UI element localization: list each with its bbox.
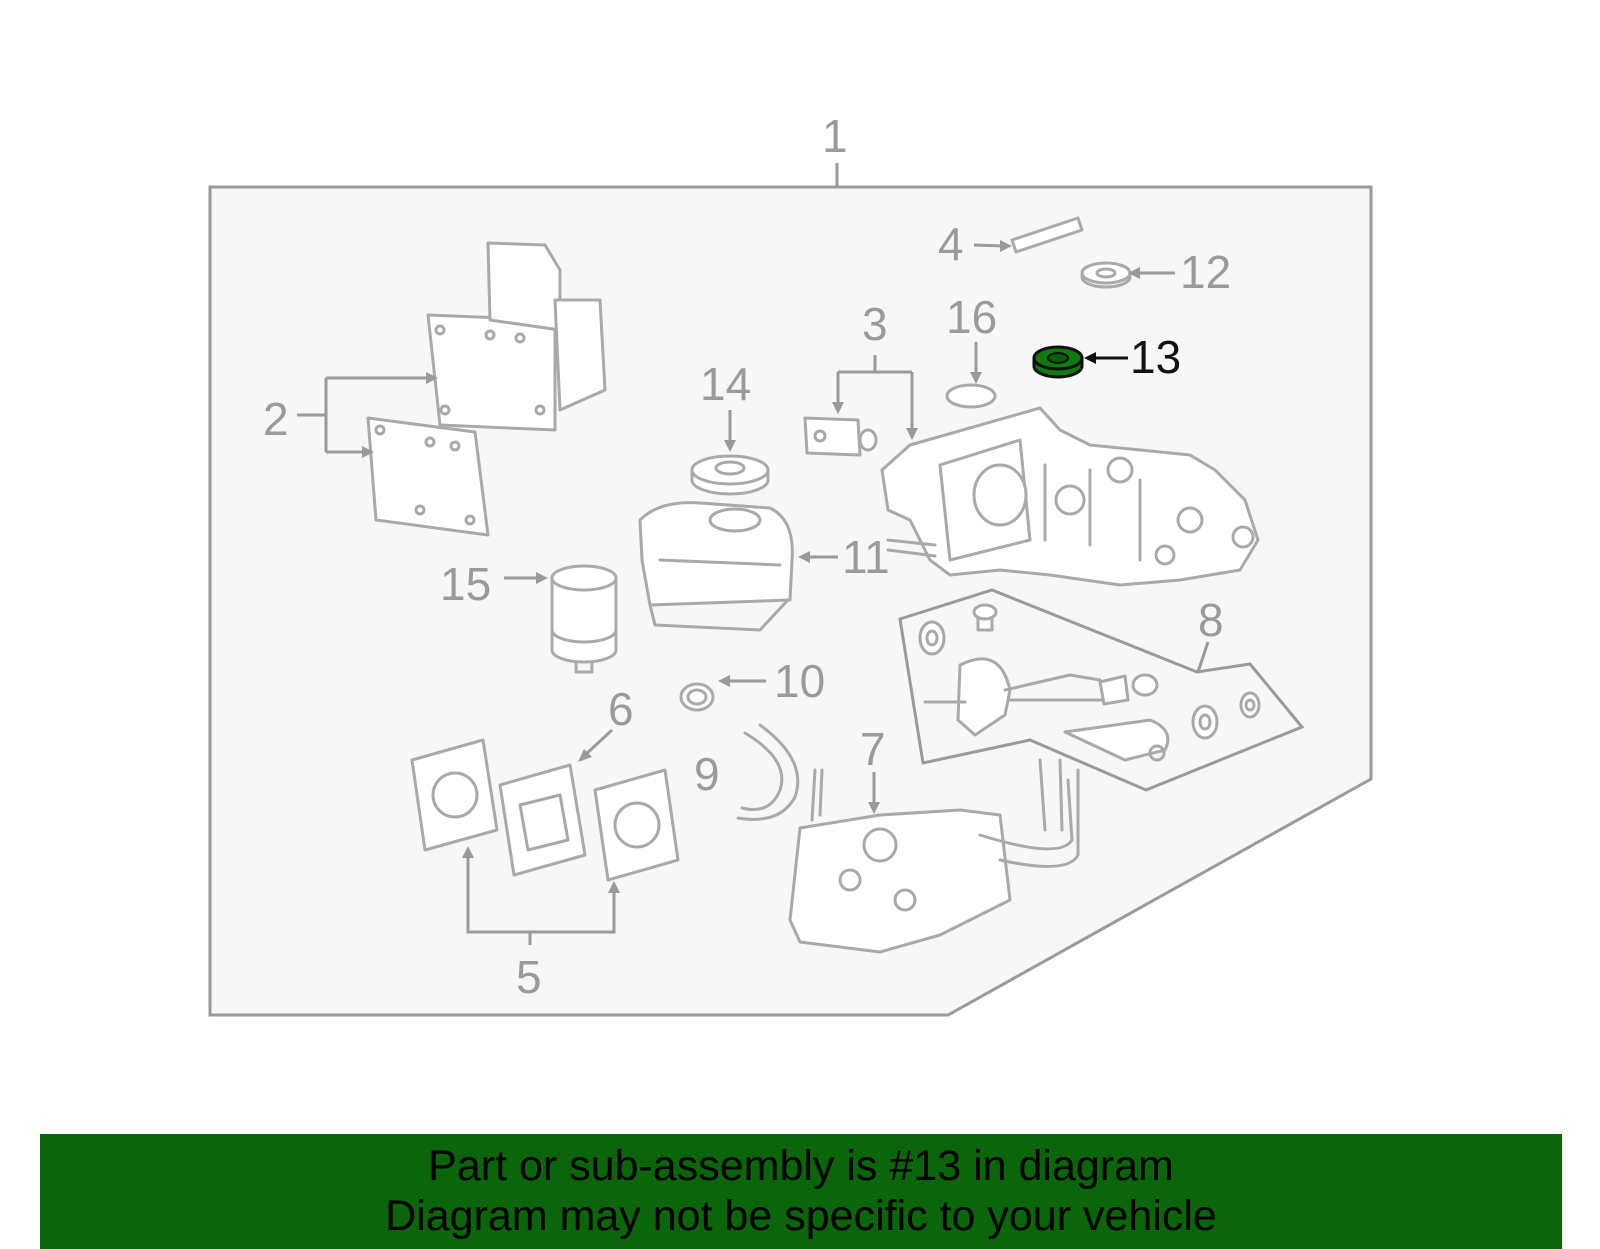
part-3-actuator-assembly — [880, 406, 1260, 587]
callout-11: 11 — [842, 531, 890, 583]
callout-10: 10 — [774, 655, 825, 707]
callout-8: 8 — [1198, 594, 1224, 646]
callout-9: 9 — [694, 748, 720, 800]
part-5-gasket-right — [593, 768, 680, 882]
callout-8-leader — [1196, 641, 1210, 673]
part-16-o-ring — [945, 383, 997, 409]
callout-2-arrowhead-b — [362, 446, 374, 458]
callout-15-arrowhead — [536, 572, 548, 584]
callout-15: 15 — [440, 558, 491, 610]
part-10-clamp — [679, 682, 715, 712]
part-14-reservoir-cap — [690, 454, 770, 496]
callout-6: 6 — [608, 683, 634, 735]
callout-4-leader — [973, 243, 1005, 248]
part-5-gasket-left — [410, 738, 499, 852]
part-4-pin — [1010, 216, 1084, 254]
callout-7-arrowhead — [868, 802, 880, 814]
part-8-kit-outline — [898, 588, 1305, 792]
part-2-gasket — [366, 416, 490, 537]
part-12-grommet — [1080, 261, 1132, 289]
callout-13-arrowhead — [1084, 352, 1096, 364]
part-7-pump-motor — [788, 758, 1080, 954]
part-2-control-module — [426, 241, 607, 432]
callout-5: 5 — [516, 951, 542, 1003]
callout-3: 3 — [862, 298, 888, 350]
callout-12-arrowhead — [1128, 267, 1140, 279]
footer-disclaimer: Diagram may not be specific to your vehi… — [385, 1192, 1217, 1240]
callout-16: 16 — [946, 291, 997, 343]
callout-12: 12 — [1180, 246, 1231, 298]
callout-14-arrowhead — [724, 440, 736, 452]
callout-2-arrowhead-a — [426, 372, 438, 384]
callout-3-arrowhead-a — [832, 402, 844, 414]
part-11-reservoir — [638, 501, 794, 632]
footer-part-note: Part or sub-assembly is #13 in diagram — [428, 1142, 1174, 1190]
callout-6-leader — [582, 728, 614, 758]
callout-16-arrowhead — [970, 372, 982, 384]
part-6-gasket — [498, 763, 587, 877]
callout-10-arrowhead — [718, 675, 730, 687]
callout-5-leader — [466, 857, 616, 945]
part-15-filter — [550, 564, 618, 674]
callout-4: 4 — [938, 218, 964, 270]
footer-banner: Part or sub-assembly is #13 in diagram D… — [40, 1134, 1562, 1249]
callout-13: 13 — [1130, 331, 1181, 383]
callout-7: 7 — [860, 723, 886, 775]
part-3-sensor — [803, 416, 878, 457]
callout-6-arrowhead — [578, 749, 592, 762]
callout-2-leader — [297, 376, 432, 454]
callout-2: 2 — [263, 393, 289, 445]
part-13-grommet-highlighted — [1032, 345, 1084, 379]
callout-4-arrowhead — [1000, 240, 1012, 252]
callout-3-arrowhead-b — [906, 428, 918, 440]
callout-5-arrowhead-b — [608, 881, 620, 893]
callout-5-arrowhead-a — [462, 846, 474, 858]
part-8-kit-parts — [918, 603, 1261, 762]
part-9-hose — [736, 723, 800, 821]
callout-1: 1 — [822, 110, 848, 162]
callout-14: 14 — [700, 358, 751, 410]
callout-3-leader — [836, 355, 914, 432]
callout-11-arrowhead — [798, 551, 810, 563]
